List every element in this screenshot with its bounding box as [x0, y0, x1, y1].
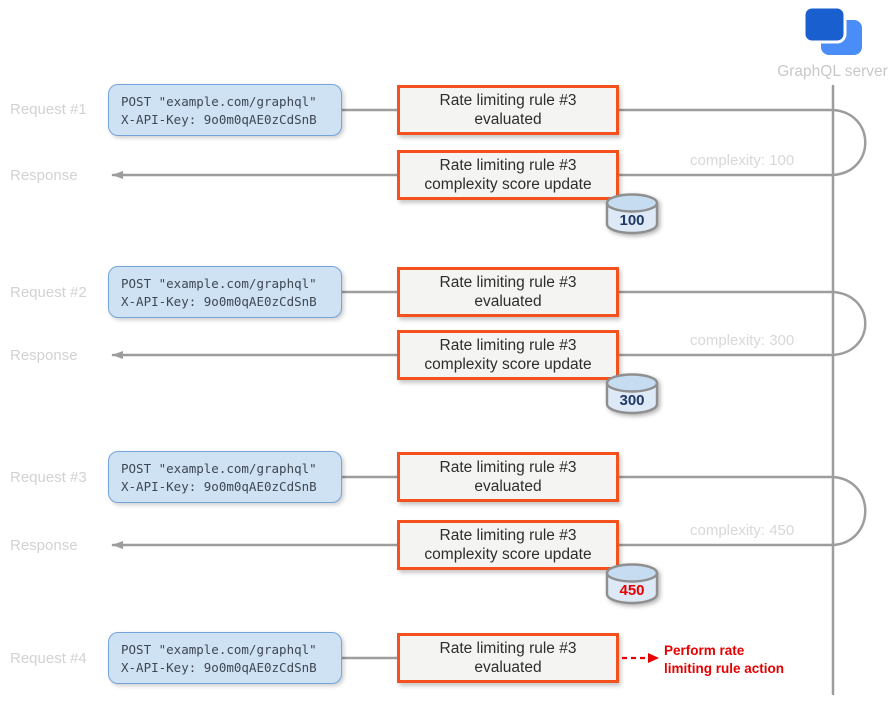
rule-evaluated-box-2: Rate limiting rule #3 evaluated — [397, 267, 619, 317]
code-line-post: POST "example.com/graphql" — [121, 275, 317, 291]
rule-box-line2: evaluated — [474, 659, 542, 676]
lane-label-request-4: Request #4 — [10, 650, 87, 667]
code-line-apikey: X-API-Key: 9o0m0qAE0zCdSnB — [121, 293, 317, 309]
code-line-apikey: X-API-Key: 9o0m0qAE0zCdSnB — [121, 659, 317, 675]
rule-evaluated-box-3: Rate limiting rule #3 evaluated — [397, 452, 619, 502]
rule-box-line1: Rate limiting rule #3 — [439, 458, 577, 476]
code-line-post: POST "example.com/graphql" — [121, 460, 317, 476]
score-db-cylinder-3: 450 — [605, 563, 659, 605]
rule-box-line1: Rate limiting rule #3 — [439, 156, 577, 174]
request-code-box-1: POST "example.com/graphql" X-API-Key: 9o… — [108, 84, 342, 136]
rule-box-line2: complexity score update — [424, 356, 592, 373]
rule-box-line1: Rate limiting rule #3 — [439, 526, 577, 544]
score-db-cylinder-2: 300 — [605, 373, 659, 415]
self-call-arc-2 — [831, 290, 867, 357]
lane-label-response-2: Response — [10, 347, 78, 364]
score-value-1: 100 — [619, 212, 644, 229]
rule-action-note-line1: Perform rate — [664, 643, 745, 658]
code-line-post: POST "example.com/graphql" — [121, 641, 317, 657]
rule-score-update-box-1: Rate limiting rule #3 complexity score u… — [397, 150, 619, 200]
self-call-arc-1 — [831, 108, 867, 177]
lane-label-request-3: Request #3 — [10, 469, 87, 486]
server-icon — [802, 5, 862, 55]
rule-box-line1: Rate limiting rule #3 — [439, 91, 577, 109]
rule-box-line2: evaluated — [474, 293, 542, 310]
rule-score-update-box-2: Rate limiting rule #3 complexity score u… — [397, 330, 619, 380]
rule-box-line1: Rate limiting rule #3 — [439, 639, 577, 657]
rule-box-line1: Rate limiting rule #3 — [439, 273, 577, 291]
rule-box-line2: complexity score update — [424, 546, 592, 563]
self-call-arc-3 — [831, 475, 867, 547]
server-label: GraphQL server — [777, 63, 888, 80]
rule-score-update-box-3: Rate limiting rule #3 complexity score u… — [397, 520, 619, 570]
complexity-note-2: complexity: 300 — [690, 332, 795, 349]
rule-box-line2: complexity score update — [424, 176, 592, 193]
rule-action-note: Perform rate limiting rule action — [664, 642, 784, 678]
score-value-3: 450 — [619, 582, 644, 599]
lane-label-response-3: Response — [10, 537, 78, 554]
rule-box-line1: Rate limiting rule #3 — [439, 336, 577, 354]
lane-label-response-1: Response — [10, 167, 78, 184]
rule-box-line2: evaluated — [474, 111, 542, 128]
code-line-apikey: X-API-Key: 9o0m0qAE0zCdSnB — [121, 478, 317, 494]
action-arrowhead — [648, 653, 659, 663]
request-code-box-2: POST "example.com/graphql" X-API-Key: 9o… — [108, 266, 342, 318]
lane-label-request-1: Request #1 — [10, 101, 87, 118]
rule-evaluated-box-4: Rate limiting rule #3 evaluated — [397, 633, 619, 683]
request-code-box-3: POST "example.com/graphql" X-API-Key: 9o… — [108, 451, 342, 503]
server-header: GraphQL server — [765, 5, 890, 81]
rule-action-note-line2: limiting rule action — [664, 661, 785, 677]
score-db-cylinder-1: 100 — [605, 193, 659, 235]
request-code-box-4: POST "example.com/graphql" X-API-Key: 9o… — [108, 632, 342, 684]
rule-box-line2: evaluated — [474, 478, 542, 495]
code-line-apikey: X-API-Key: 9o0m0qAE0zCdSnB — [121, 111, 317, 127]
complexity-note-1: complexity: 100 — [690, 152, 795, 169]
score-value-2: 300 — [619, 392, 644, 409]
rule-evaluated-box-1: Rate limiting rule #3 evaluated — [397, 85, 619, 135]
lane-label-request-2: Request #2 — [10, 284, 87, 301]
code-line-post: POST "example.com/graphql" — [121, 93, 317, 109]
complexity-note-3: complexity: 450 — [690, 522, 795, 539]
response-arrowheads — [112, 171, 123, 549]
